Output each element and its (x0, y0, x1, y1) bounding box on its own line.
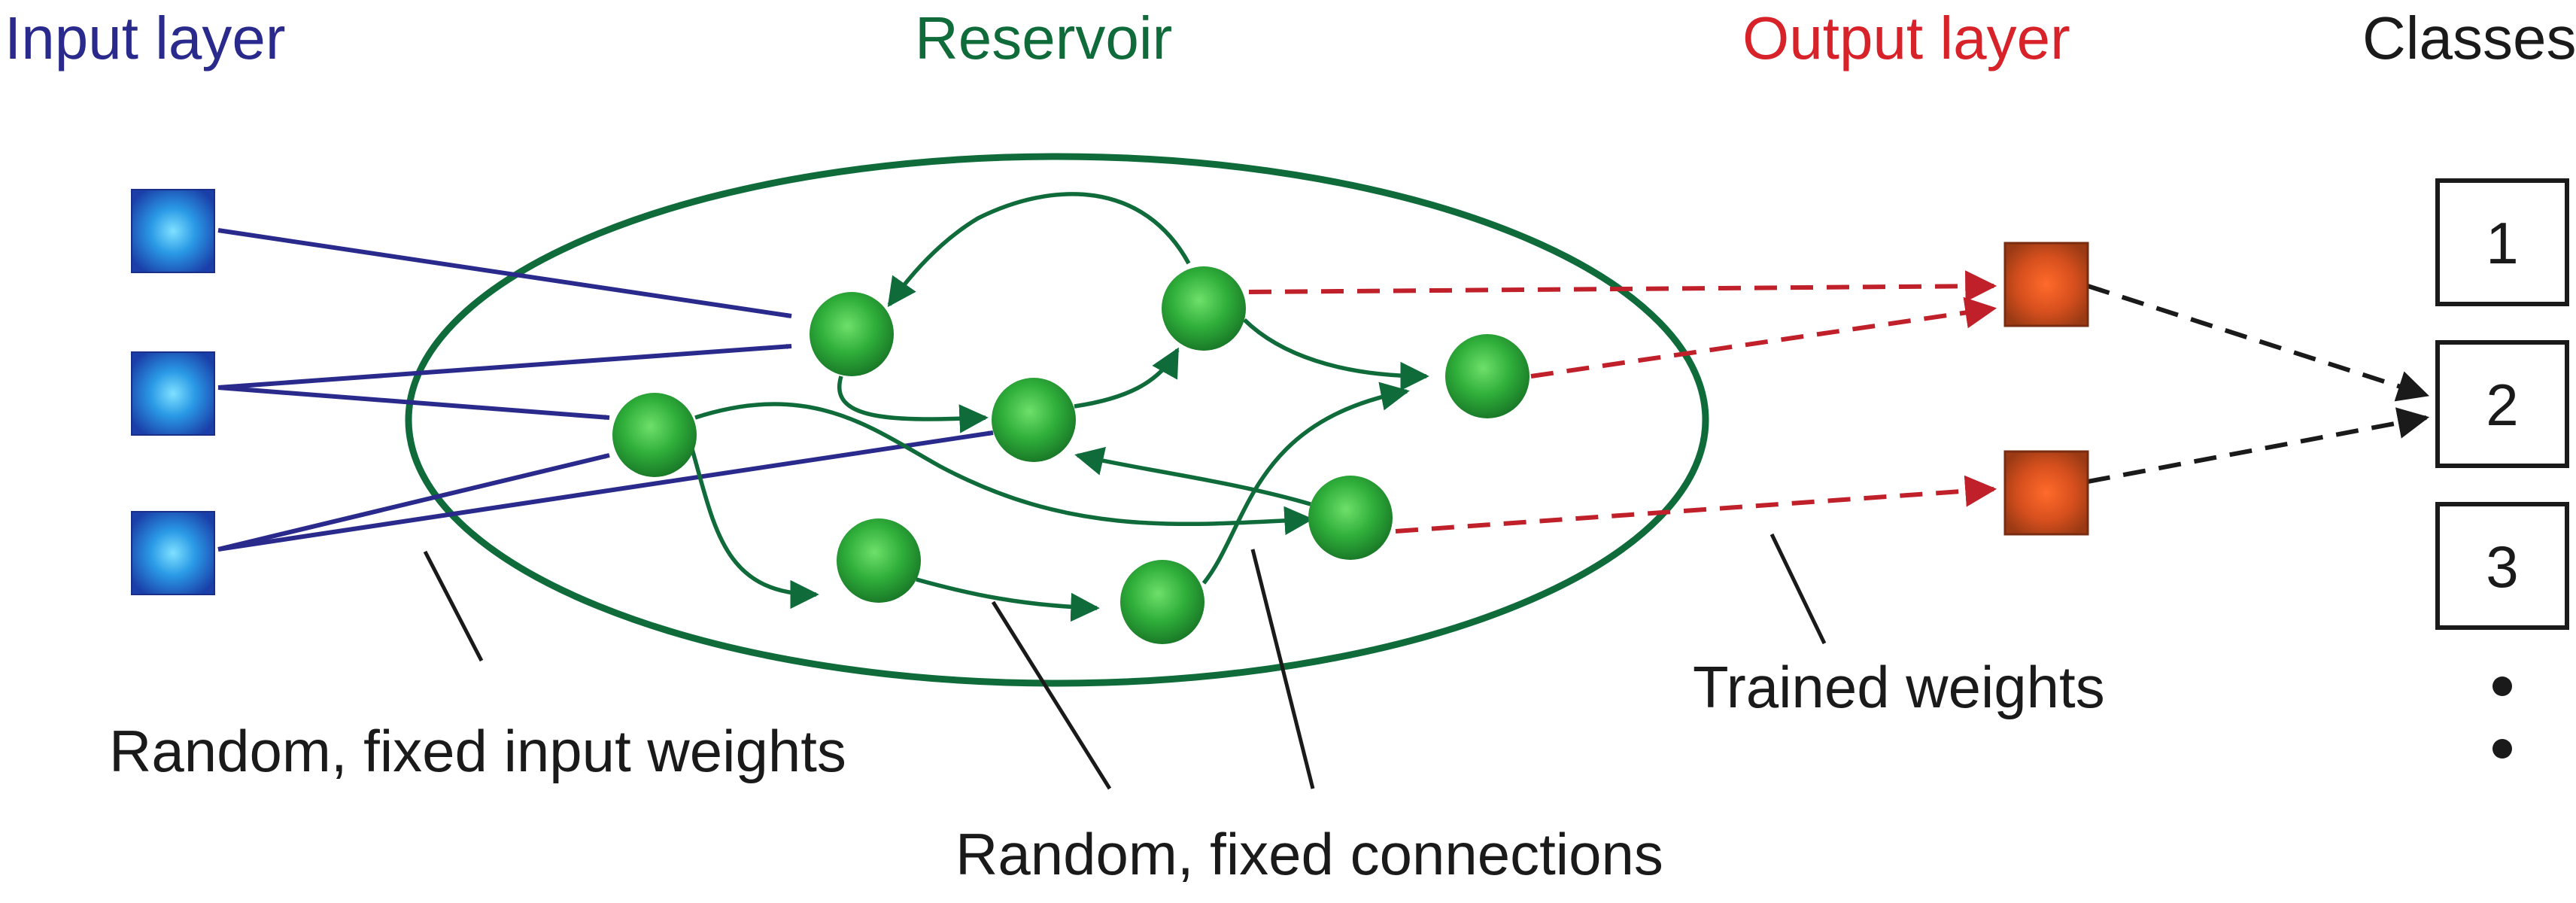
input-weight-arrow (217, 343, 792, 390)
annotation-pointers (423, 533, 1827, 790)
reservoir-node (612, 393, 697, 477)
input-weight-arrows (217, 228, 994, 552)
connections-label: Random, fixed connections (955, 821, 1663, 887)
input-node (131, 351, 215, 436)
class-mapping-arrows (2087, 284, 2430, 484)
reservoir-nodes (612, 266, 1530, 644)
output-node (2003, 450, 2089, 536)
input-weights-pointer (423, 550, 484, 662)
trained-weights-label: Trained weights (1693, 654, 2105, 720)
input-weight-arrow (217, 453, 610, 552)
reservoir-connection (916, 577, 1100, 622)
continuation-dot (2492, 739, 2512, 759)
reservoir-connection (887, 192, 1191, 308)
input-node (131, 511, 215, 595)
reservoir-node (992, 378, 1076, 462)
output-nodes (2003, 242, 2089, 536)
input-weight-arrow (217, 228, 792, 318)
reservoir-node (1162, 266, 1246, 351)
input-weight-arrow (217, 385, 610, 421)
reservoir-node (1445, 334, 1530, 418)
reservoir-connection (1074, 446, 1311, 506)
input-nodes (131, 189, 215, 595)
reservoir-heading: Reservoir (915, 5, 1172, 71)
class-label: 2 (2486, 372, 2518, 438)
trained-weight-arrows (1248, 270, 1997, 534)
input-layer-heading: Input layer (5, 5, 286, 71)
connections-pointer-right (1250, 549, 1315, 789)
class-label: 3 (2486, 534, 2518, 600)
reservoir-boundary (405, 153, 1709, 687)
reservoir-node (1120, 560, 1204, 644)
reservoir-connections (688, 192, 1429, 622)
trained-weights-pointer (1769, 533, 1827, 645)
reservoir-connection (1243, 318, 1429, 391)
output-layer-heading: Output layer (1742, 5, 2070, 71)
class-label: 1 (2486, 210, 2518, 276)
reservoir-connection (837, 375, 989, 433)
reservoir-connection (688, 443, 819, 610)
input-weights-label: Random, fixed input weights (109, 718, 846, 784)
reservoir-node (810, 292, 894, 376)
reservoir-node (1308, 476, 1393, 560)
class-box (2435, 340, 2569, 468)
class-mapping-arrow (2087, 284, 2429, 402)
classes-heading: Classes (2362, 5, 2576, 71)
reservoir-connection (1201, 382, 1410, 585)
trained-weight-arrow (1248, 270, 1997, 303)
trained-weight-arrow (1395, 475, 1997, 534)
reservoir-node (837, 518, 921, 603)
class-mapping-arrow (2087, 407, 2430, 484)
class-box (2435, 502, 2569, 630)
connections-pointer-left (991, 600, 1112, 790)
input-node (131, 189, 215, 273)
class-boxes: 1 2 3 (2435, 178, 2569, 759)
class-box (2435, 178, 2569, 306)
continuation-dot (2492, 676, 2512, 696)
trained-weight-arrow (1530, 296, 1997, 379)
input-weight-arrow (217, 430, 994, 552)
output-node (2003, 242, 2089, 327)
reservoir-connection (694, 402, 1314, 536)
reservoir-connection (1074, 347, 1180, 409)
